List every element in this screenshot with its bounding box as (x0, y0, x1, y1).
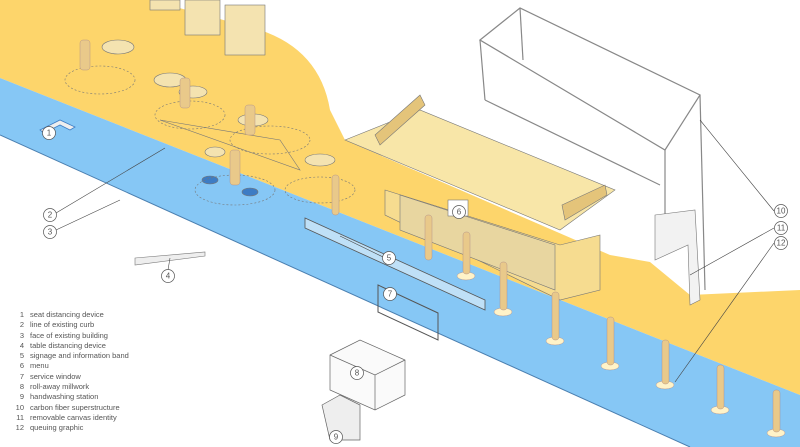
legend-item: 5 signage and information band (10, 351, 129, 361)
legend-item: 2 line of existing curb (10, 320, 129, 330)
legend-item: 7 service window (10, 372, 129, 382)
callout-number: 1 (47, 129, 52, 138)
carbon-fiber-superstructure (478, 7, 706, 291)
legend-number: 12 (15, 423, 24, 433)
legend-number: 8 (19, 382, 24, 392)
legend-number: 6 (19, 361, 24, 371)
callout-number: 4 (166, 272, 171, 281)
legend-label: handwashing station (30, 392, 99, 402)
legend-item: 9 handwashing station (10, 392, 129, 402)
legend-number: 9 (19, 392, 24, 402)
legend-item: 1 seat distancing device (10, 310, 129, 320)
legend-number: 2 (19, 320, 24, 330)
legend-label: menu (30, 361, 49, 371)
leader-lines (55, 119, 775, 383)
legend-number: 5 (19, 351, 24, 361)
legend-number: 11 (16, 412, 24, 422)
callout-7: 7 (383, 287, 397, 301)
legend-number: 1 (19, 310, 24, 319)
callout-11: 11 (774, 221, 788, 235)
legend-label: removable canvas identity (30, 412, 117, 422)
callout-2: 2 (43, 208, 57, 222)
legend-label: seat distancing device (30, 310, 104, 319)
callout-number: 12 (777, 239, 786, 248)
legend-item: 8 roll-away millwork (10, 382, 129, 392)
callout-12: 12 (774, 236, 788, 250)
legend: 1 seat distancing device 2 line of existing… (10, 310, 129, 434)
legend-label: table distancing device (30, 340, 106, 350)
callout-6: 6 (452, 205, 466, 219)
callout-number: 7 (388, 290, 393, 299)
callout-number: 8 (355, 369, 360, 378)
legend-number: 7 (19, 371, 24, 381)
callout-4: 4 (161, 269, 175, 283)
legend-label: line of existing curb (30, 320, 95, 330)
legend-label: queuing graphic (30, 423, 84, 433)
legend-label: face of existing building (30, 330, 108, 340)
legend-item: 12 queuing graphic (10, 423, 129, 433)
callout-number: 2 (48, 211, 53, 220)
legend-label: carbon fiber superstructure (30, 402, 120, 412)
callout-number: 9 (334, 433, 339, 442)
handwashing-station (321, 394, 361, 441)
legend-item: 6 menu (10, 361, 129, 371)
legend-label: service window (30, 371, 81, 381)
callout-number: 5 (387, 254, 392, 263)
kiosk (344, 94, 616, 301)
callout-1: 1 (42, 126, 56, 140)
legend-item: 11 removable canvas identity (10, 413, 129, 423)
canvas-identity-panel (654, 209, 701, 306)
roll-away-millwork (329, 339, 406, 411)
callout-9: 9 (329, 430, 343, 444)
callout-number: 6 (457, 208, 462, 217)
callout-number: 3 (48, 228, 53, 237)
callout-10: 10 (774, 204, 788, 218)
callout-5: 5 (382, 251, 396, 265)
queue-figures (79, 39, 786, 438)
callout-3: 3 (43, 225, 57, 239)
callout-8: 8 (350, 366, 364, 380)
curb-line (0, 134, 691, 447)
legend-item: 4 table distancing device (10, 341, 129, 351)
service-window (377, 284, 439, 341)
legend-item: 3 face of existing building (10, 331, 129, 341)
legend-number: 10 (15, 402, 24, 412)
callout-number: 11 (777, 224, 786, 233)
callout-number: 10 (777, 207, 786, 216)
legend-number: 3 (19, 330, 24, 340)
legend-label: signage and information band (30, 351, 129, 361)
legend-label: roll-away millwork (30, 382, 90, 392)
legend-number: 4 (19, 340, 24, 350)
legend-item: 10 carbon fiber superstructure (10, 403, 129, 413)
planters (149, 0, 266, 56)
